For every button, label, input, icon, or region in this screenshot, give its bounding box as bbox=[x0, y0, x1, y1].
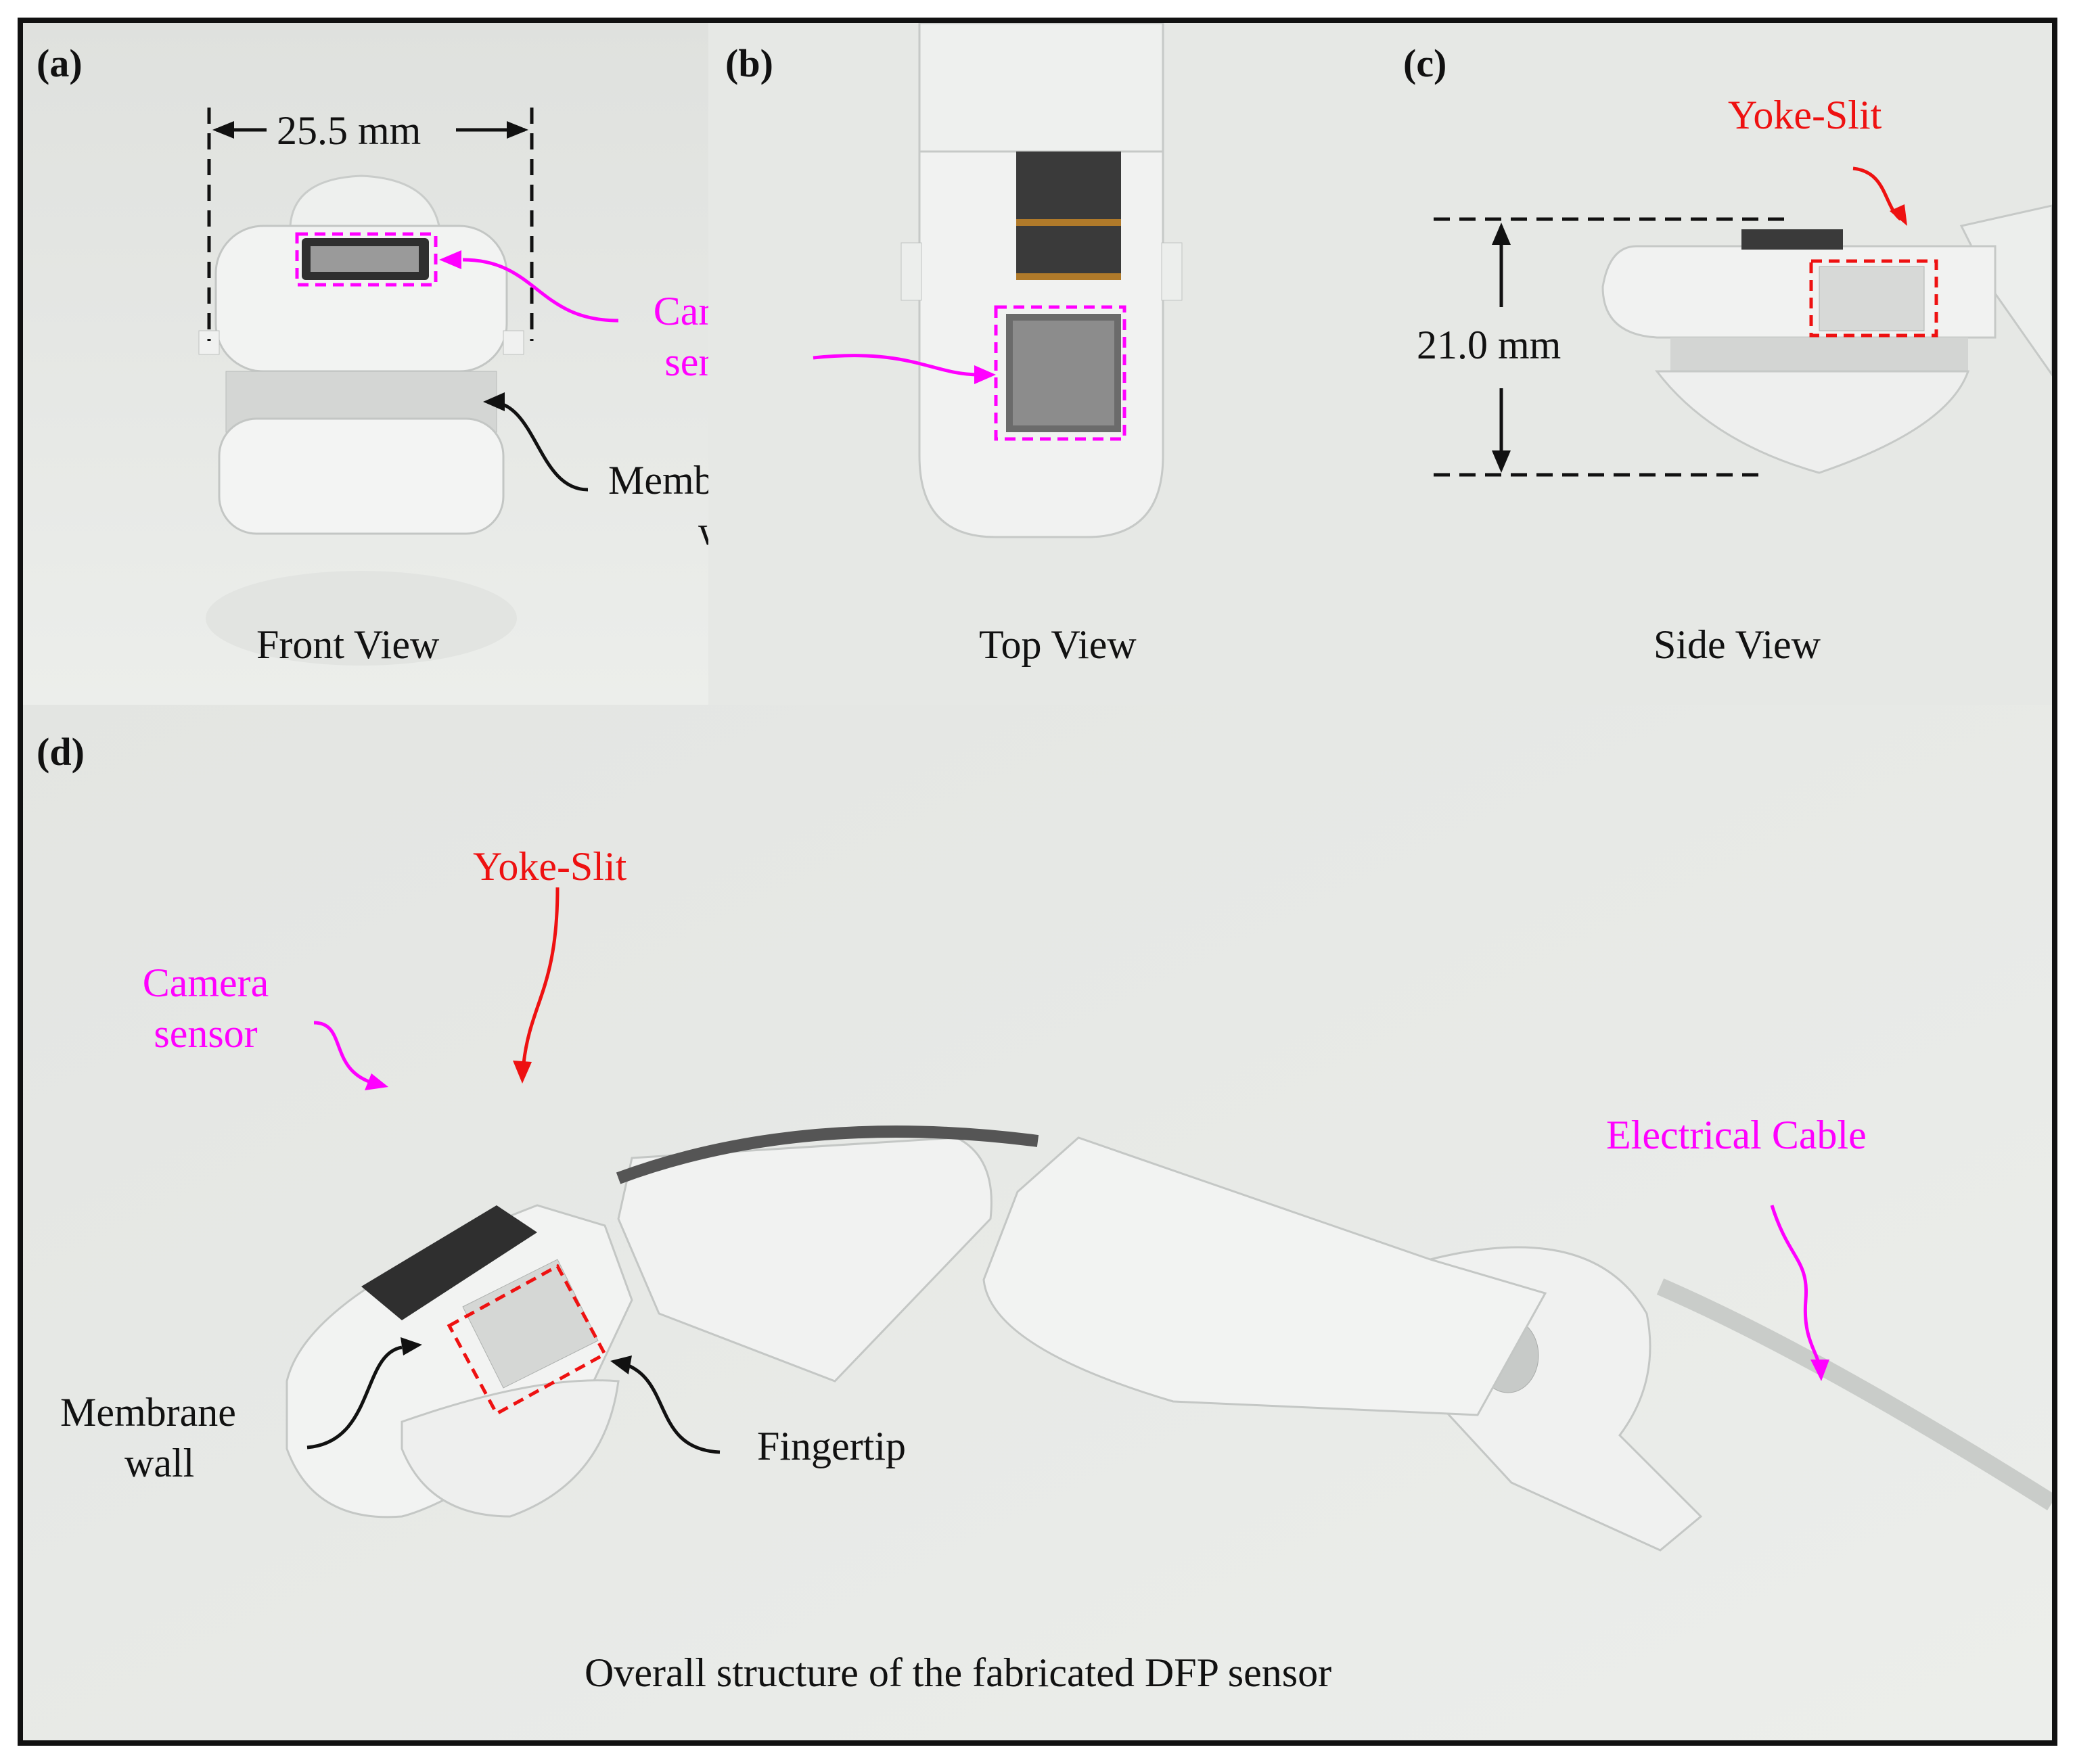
panel-b-caption: Top View bbox=[979, 622, 1137, 667]
membrane-label-line2: wall bbox=[124, 1441, 195, 1485]
panel-side-view: (c) Yoke-Slit 21.0 mm Side View bbox=[1386, 23, 2052, 705]
overall-view-annotations bbox=[306, 887, 1829, 1454]
panel-c-caption: Side View bbox=[1654, 622, 1821, 667]
yoke-slit-highlight-box bbox=[1809, 259, 1938, 338]
camera-label-line1: Camera bbox=[142, 960, 269, 1005]
width-dimension-label: 25.5 mm bbox=[277, 108, 421, 153]
figure-frame: (a) 25.5 mm Membrane wall Front View Cam… bbox=[18, 18, 2057, 1746]
side-view-photo bbox=[1386, 23, 2052, 705]
camera-highlight-box bbox=[994, 305, 1126, 441]
membrane-label-line1: Membrane bbox=[60, 1390, 236, 1435]
yoke-slit-highlight-box bbox=[447, 1263, 608, 1416]
camera-label-line2: sensor bbox=[154, 1011, 258, 1056]
height-dimension-label: 21.0 mm bbox=[1417, 323, 1561, 367]
panel-a-label: (a) bbox=[37, 41, 83, 85]
front-view-photo bbox=[23, 23, 708, 705]
overall-view-photo bbox=[23, 705, 2052, 1740]
side-view-annotations bbox=[1434, 166, 1938, 477]
panel-b-label: (b) bbox=[725, 41, 773, 85]
panel-d-caption: Overall structure of the fabricated DFP … bbox=[585, 1650, 1332, 1695]
membrane-label-line2: wall bbox=[698, 510, 708, 553]
membrane-label-line1: Membrane bbox=[608, 458, 708, 503]
front-view-annotations bbox=[207, 108, 619, 492]
panel-top-view: (b) Top View bbox=[708, 23, 1386, 705]
panel-front-view: (a) 25.5 mm Membrane wall Front View bbox=[23, 23, 708, 705]
panel-c-label: (c) bbox=[1403, 41, 1447, 85]
top-view-annotations bbox=[813, 305, 1126, 441]
panel-a-caption: Front View bbox=[256, 622, 440, 667]
yoke-slit-label: Yoke-Slit bbox=[1728, 93, 1882, 137]
panel-overall-view: (d) Yoke-Slit Camera sensor Membrane wal… bbox=[23, 705, 2052, 1740]
yoke-slit-label: Yoke-Slit bbox=[473, 844, 627, 889]
fingertip-label: Fingertip bbox=[757, 1424, 906, 1468]
electrical-cable-label: Electrical Cable bbox=[1606, 1113, 1867, 1157]
panel-d-label: (d) bbox=[37, 730, 85, 774]
camera-highlight-box bbox=[295, 232, 438, 287]
